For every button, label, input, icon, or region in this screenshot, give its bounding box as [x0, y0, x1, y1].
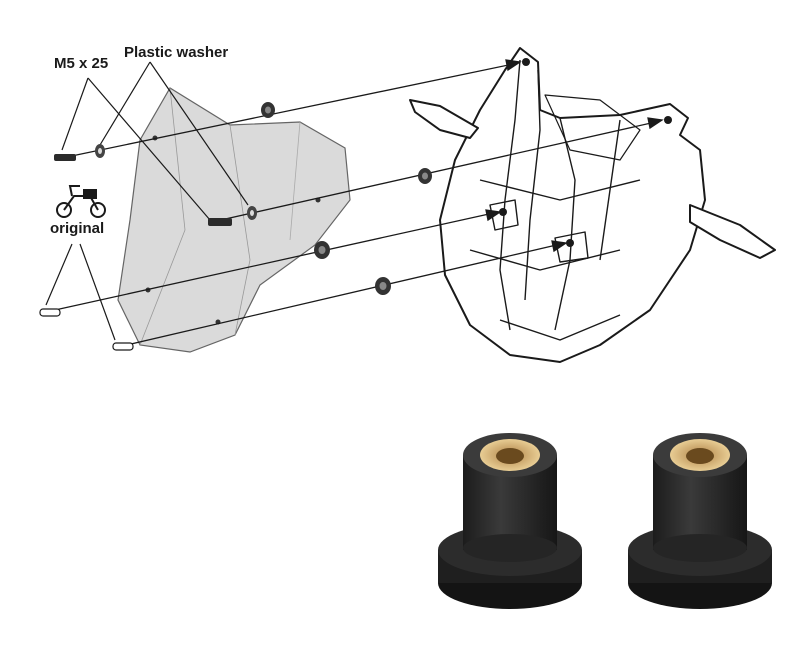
assembly-lines [45, 59, 664, 348]
original-label: original [50, 220, 105, 237]
rubber-nut-small-1 [261, 102, 275, 118]
washer-center [247, 206, 257, 220]
mount-point-left-lower [499, 208, 507, 216]
mount-point-top [522, 58, 530, 66]
washer-left [95, 144, 105, 158]
well-nut-2 [628, 433, 772, 609]
rubber-nut-small-3 [314, 241, 330, 259]
screw-original-1 [39, 308, 61, 317]
screw-size-label: M5 x 25 [54, 55, 109, 72]
screw-m5-center [208, 218, 232, 226]
label-leader-lines [45, 61, 249, 341]
screw-original-2 [112, 342, 134, 351]
screw-m5-left [54, 154, 76, 161]
rubber-nut-small-4 [375, 277, 391, 295]
well-nut-1 [438, 433, 582, 609]
washer-label: Plastic washer [124, 44, 229, 61]
motorcycle-icon [56, 185, 106, 218]
mount-point-right [664, 116, 672, 124]
rubber-nut-small-2 [418, 168, 432, 184]
wind-deflector-panel [117, 87, 351, 353]
fairing-outline [409, 47, 776, 363]
mount-point-right-lower [566, 239, 574, 247]
